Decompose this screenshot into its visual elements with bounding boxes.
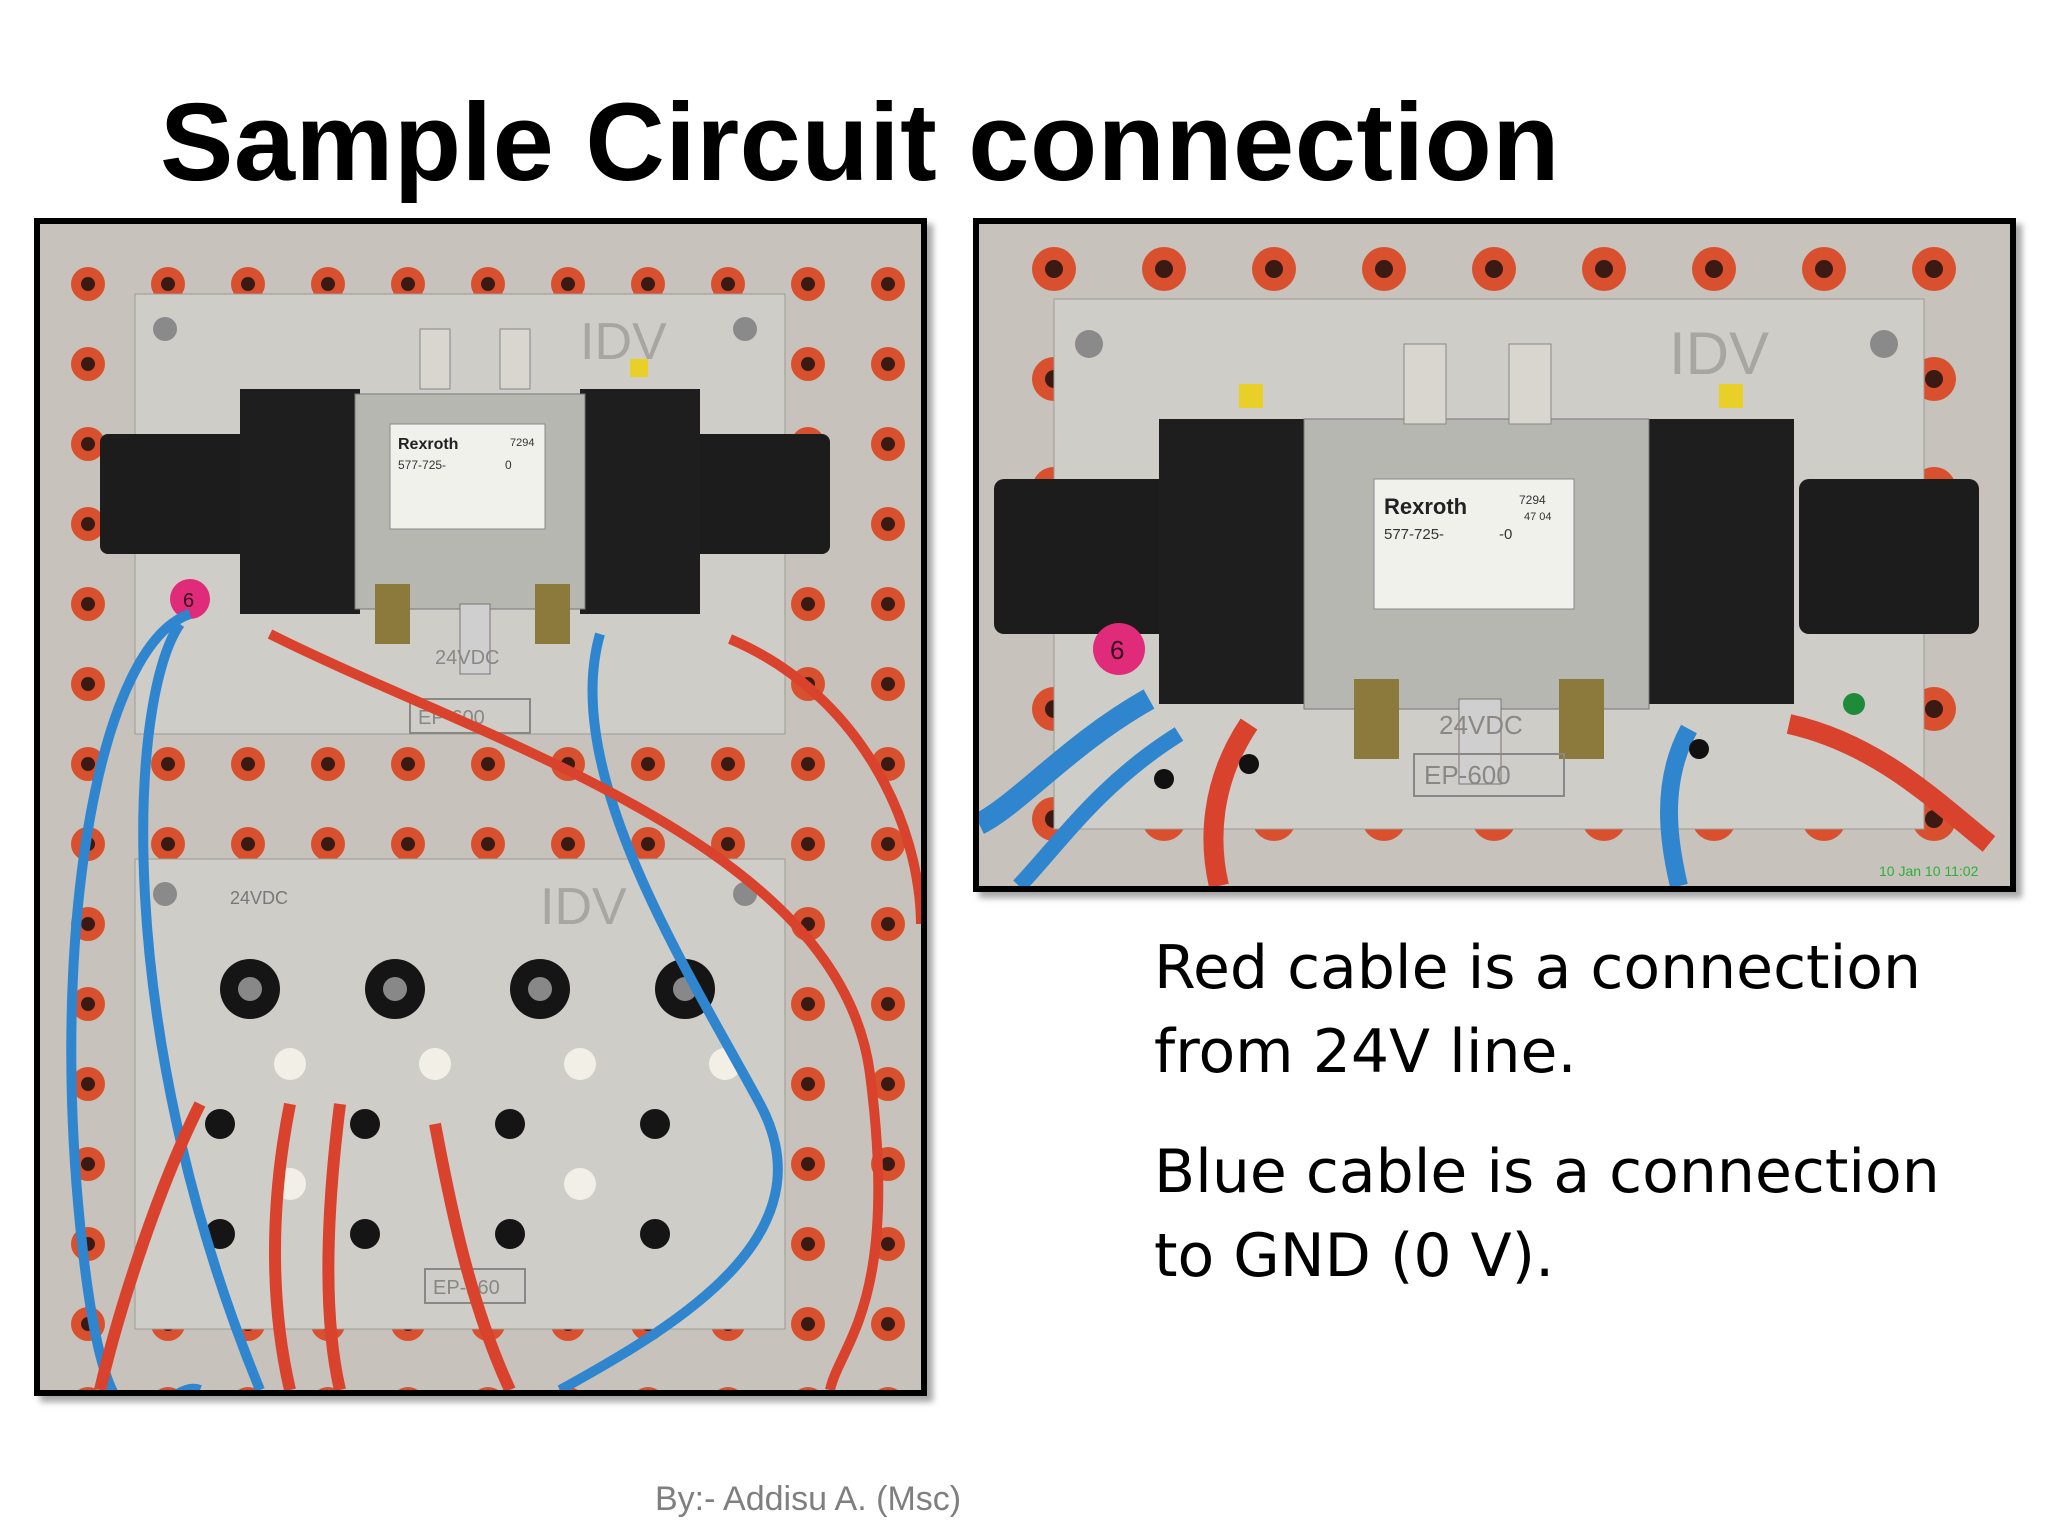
right-module-label: EP-600 (1424, 760, 1511, 790)
right-valve-tag: 7294 (1519, 493, 1546, 507)
circuit-photo-left-image: IDV Rexroth 7294 577-725- 0 6 24VDC EP-6… (40, 224, 921, 1390)
circuit-photo-right-image: IDV Rexroth 7294 47 04 577-725- -0 6 24V… (979, 224, 2010, 886)
right-tag-marker (1093, 623, 1145, 675)
left-red-cable-1 (267, 629, 884, 1390)
note-red-cable: Red cable is a connection from 24V line. (1154, 933, 1921, 1087)
right-red-cable-2 (1786, 714, 1996, 852)
right-valve-part: 577-725- (1384, 526, 1444, 543)
right-valve-date: 47 04 (1524, 511, 1552, 523)
right-tag-number: 6 (1110, 635, 1124, 665)
left-tag-marker (170, 579, 210, 619)
left-valve-brand: Rexroth (398, 436, 458, 453)
circuit-photo-left: IDV Rexroth 7294 577-725- 0 6 24VDC EP-6… (34, 218, 927, 1396)
right-photo-timestamp: 10 Jan 10 11:02 (1879, 863, 1979, 879)
circuit-photo-right: IDV Rexroth 7294 47 04 577-725- -0 6 24V… (973, 218, 2016, 892)
right-blue-cable-3 (1660, 724, 1698, 886)
left-red-cable-3 (94, 1101, 206, 1390)
left-lower-voltage: 24VDC (230, 888, 288, 908)
right-blue-cable-1 (979, 689, 1155, 834)
left-red-cable-4 (269, 1102, 296, 1390)
right-voltage-label: 24VDC (1439, 710, 1523, 740)
left-valve-tag: 7294 (510, 437, 534, 449)
left-panel-logo: IDV (580, 313, 667, 371)
right-blue-cable-2 (1013, 727, 1184, 886)
left-lower-logo: IDV (540, 878, 627, 936)
slide-title: Sample Circuit connection (160, 81, 1560, 204)
left-blue-cable-3 (557, 632, 783, 1390)
left-blue-cable-2 (138, 621, 265, 1390)
right-valve-code: -0 (1499, 526, 1512, 543)
right-panel-logo: IDV (1669, 320, 1769, 387)
left-tag-number: 6 (183, 590, 194, 612)
slide-footer-author: By:- Addisu A. (Msc) (655, 1480, 962, 1518)
left-blue-cable-1 (66, 609, 202, 1390)
right-valve-brand: Rexroth (1384, 494, 1467, 519)
left-valve-part: 577-725- (398, 458, 446, 472)
left-red-cable-6 (429, 1122, 516, 1390)
left-valve-code: 0 (505, 458, 512, 472)
left-voltage-label: 24VDC (435, 647, 499, 669)
right-red-cable-1 (1203, 718, 1258, 886)
left-red-cable-5 (322, 1103, 346, 1390)
left-red-cable-2 (728, 634, 921, 925)
note-blue-cable: Blue cable is a connection to GND (0 V). (1154, 1137, 1940, 1291)
